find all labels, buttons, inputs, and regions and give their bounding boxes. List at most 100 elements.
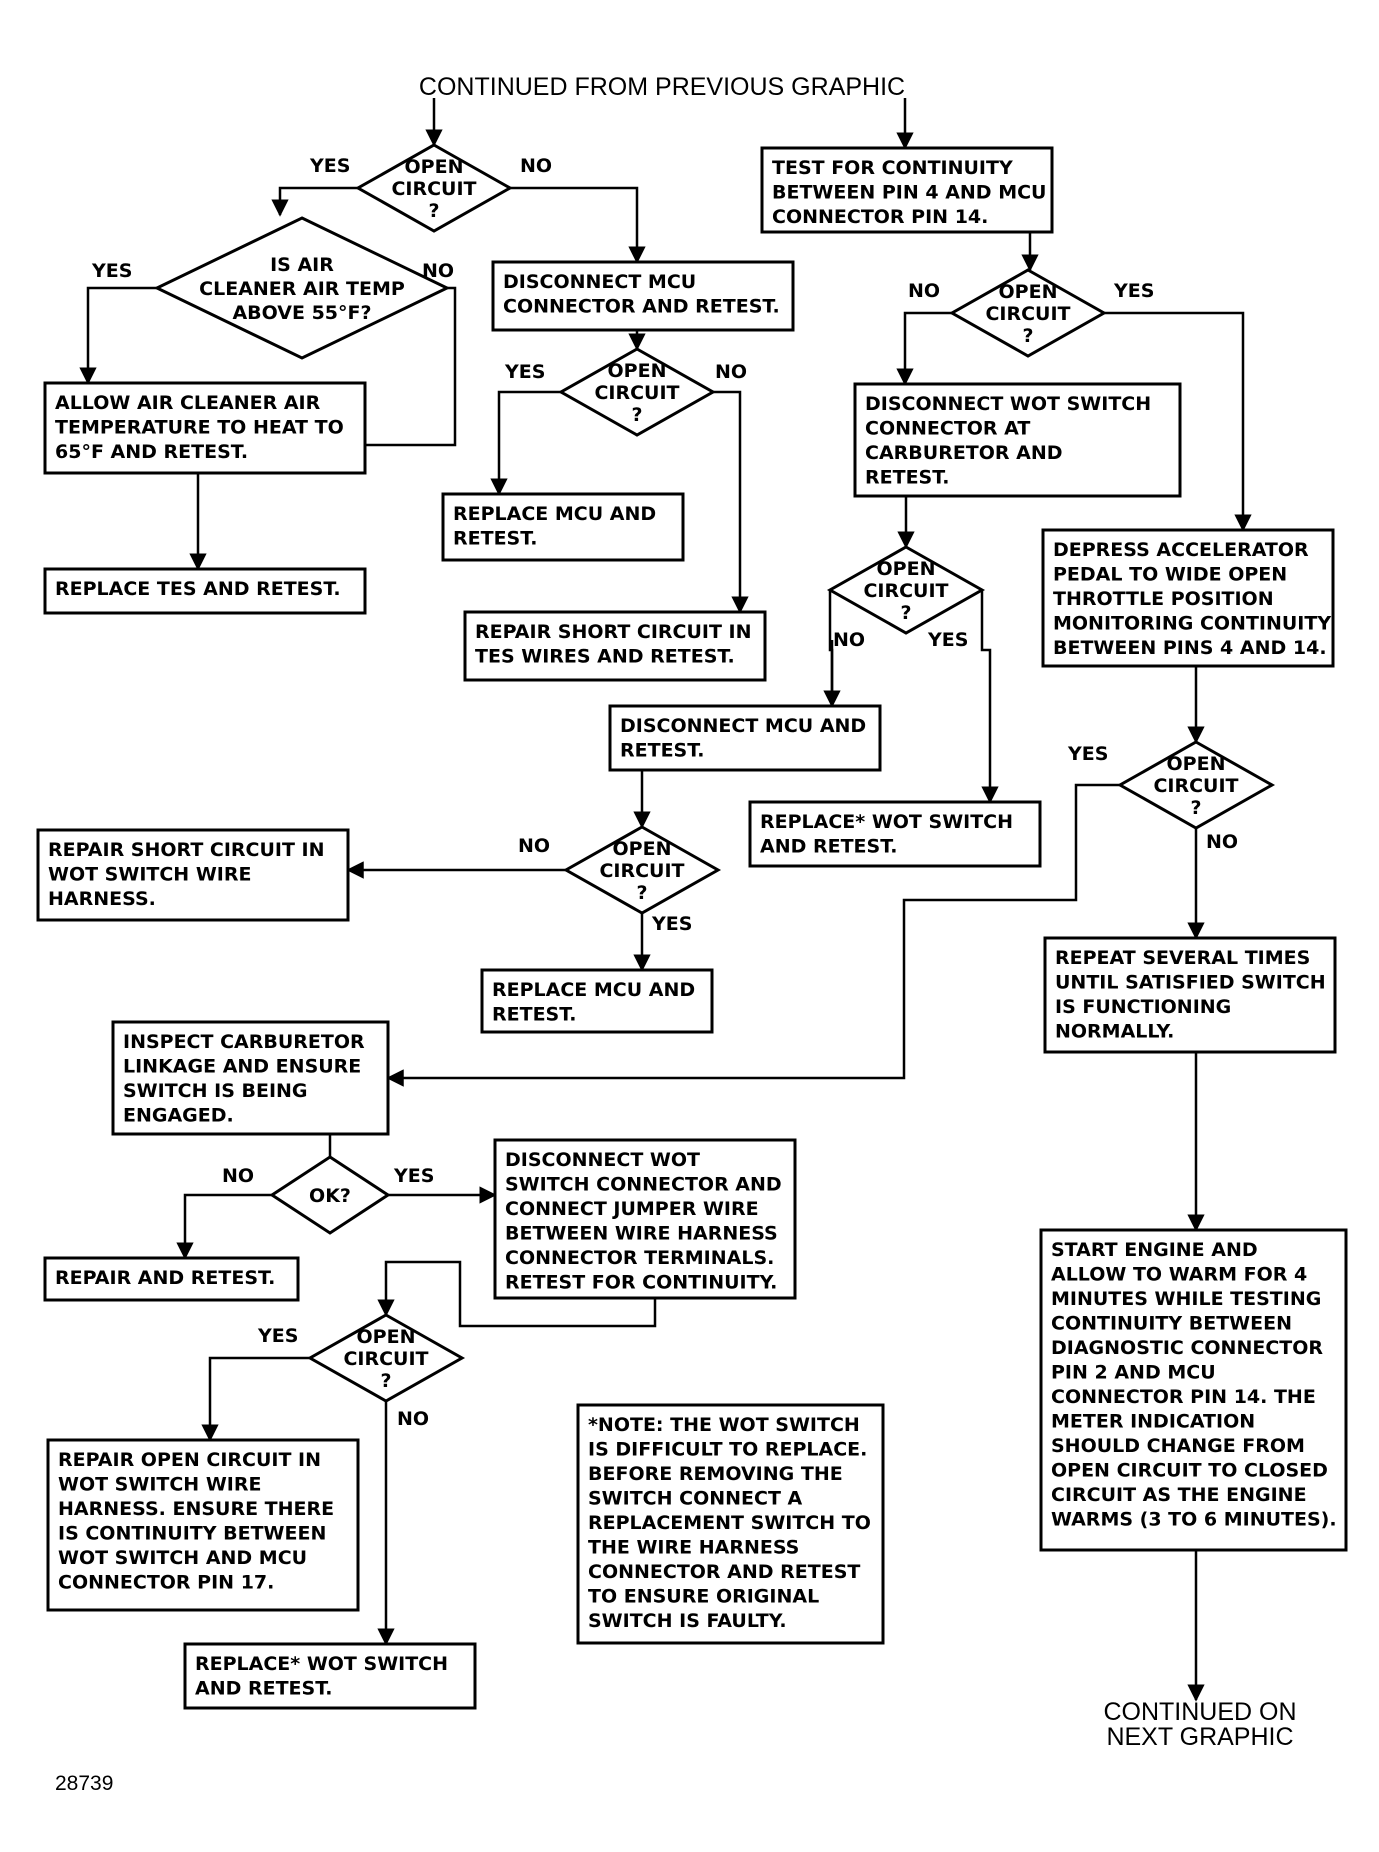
box-text: DISCONNECT MCU [503,271,696,293]
branch-label-no: NO [833,629,865,651]
box-text: CONNECTOR PIN 17. [58,1572,274,1594]
box-frame [463,610,767,682]
box-frame [43,1256,300,1302]
box-text: REPLACE MCU AND [453,503,656,525]
box-frame [36,828,350,922]
footer-continued-on-line2: NEXT GRAPHIC [1106,1723,1293,1751]
box-text: REPLACE* WOT SWITCH [760,811,1013,833]
box-text: PIN 2 AND MCU [1051,1362,1216,1384]
branch-label-yes: YES [651,913,692,935]
line-d2-no [189,286,457,571]
box-text: START ENGINE AND [1051,1239,1258,1261]
box-frame [46,1438,360,1612]
line-d9-yes [201,1356,310,1442]
decision-text: ? [1190,797,1201,819]
branch-label-yes: YES [257,1325,298,1347]
box-text: SWITCH IS FAULTY. [588,1610,787,1632]
decision-text: ? [900,602,911,624]
box-disconnect-mcu-1: DISCONNECT MCU CONNECTOR AND RETEST. [491,260,795,332]
box-text: NORMALLY. [1055,1021,1174,1043]
box-text: REPAIR AND RETEST. [55,1267,275,1289]
branch-label-yes: YES [91,260,132,282]
box-text: IS CONTINUITY BETWEEN [58,1523,326,1545]
box-text: THE WIRE HARNESS [588,1537,799,1559]
box-frame [608,704,882,772]
decision-text: ? [1022,325,1033,347]
box-text: HARNESS. ENSURE THERE [58,1498,334,1520]
box-frame [183,1642,477,1710]
decision-diamond-shape [562,825,722,915]
decision-text: CIRCUIT [599,860,684,882]
branch-label-no: NO [1206,831,1238,853]
box-text: CONNECT JUMPER WIRE [505,1198,759,1220]
box-text: REPAIR OPEN CIRCUIT IN [58,1449,321,1471]
box-text: MINUTES WHILE TESTING [1051,1288,1321,1310]
box-text: INSPECT CARBURETOR [123,1031,365,1053]
box-repair-open: REPAIR OPEN CIRCUIT IN WOT SWITCH WIREHAR… [46,1438,360,1612]
decision-text: ABOVE 55°F? [232,302,371,324]
box-text: DISCONNECT WOT [505,1149,700,1171]
branch-label-no: NO [715,361,747,383]
box-text: RETEST. [492,1004,577,1026]
box-text: WOT SWITCH WIRE [58,1474,261,1496]
branch-label-yes: YES [504,361,545,383]
box-text: SWITCH CONNECT A [588,1488,803,1510]
box-text: METER INDICATION [1051,1411,1255,1433]
box-text: DEPRESS ACCELERATOR [1053,539,1309,561]
box-text: PEDAL TO WIDE OPEN [1053,564,1287,586]
decision-diamond-shape [153,216,451,360]
box-frame [1041,528,1335,668]
box-text: BEFORE REMOVING THE [588,1463,843,1485]
box-text: WARMS (3 TO 6 MINUTES). [1051,1509,1337,1531]
box-text: DIAGNOSTIC CONNECTOR [1051,1337,1323,1359]
box-text: REPEAT SEVERAL TIMES [1055,947,1310,969]
box-frame [43,567,367,615]
decision-text: OPEN [1167,753,1226,775]
box-frame [441,492,685,562]
box-text: REPLACE MCU AND [492,979,695,1001]
branch-label-no: NO [397,1408,429,1430]
box-text: ALLOW TO WARM FOR 4 [1051,1264,1307,1286]
line-d8-no [176,1193,272,1260]
box-text: OPEN CIRCUIT TO CLOSED [1051,1460,1328,1482]
box-text: IS FUNCTIONING [1055,996,1231,1018]
box-text: BETWEEN PINS 4 AND 14. [1053,637,1327,659]
box-repair-retest: REPAIR AND RETEST. [43,1256,300,1302]
footer-continued-on-line1: CONTINUED ON [1103,1698,1296,1726]
box-text: MONITORING CONTINUITY [1053,613,1331,635]
box-frame [748,800,1042,868]
box-frame [1043,936,1337,1054]
decision-text: OPEN [357,1326,416,1348]
box-text: CONNECTOR AND RETEST. [503,296,780,318]
decision-text: IS AIR [270,254,334,276]
decision-diamond-shape [306,1313,466,1403]
line-d6-yes [386,783,1120,1087]
decision-diamond-shape [354,143,514,233]
decision-text: CIRCUIT [863,580,948,602]
branch-label-yes: YES [1067,743,1108,765]
box-replace-tes: REPLACE TES AND RETEST. [43,567,367,615]
box-text: CONNECTOR PIN 14. [772,206,988,228]
branch-label-no: NO [518,835,550,857]
line-d4-no [896,311,952,386]
box-text: WOT SWITCH WIRE [48,864,251,886]
box-text: BETWEEN WIRE HARNESS [505,1223,778,1245]
branch-label-no: NO [222,1165,254,1187]
decision-text: OPEN [877,558,936,580]
decision-text: CIRCUIT [594,382,679,404]
decision-diamond-shape [557,347,717,437]
